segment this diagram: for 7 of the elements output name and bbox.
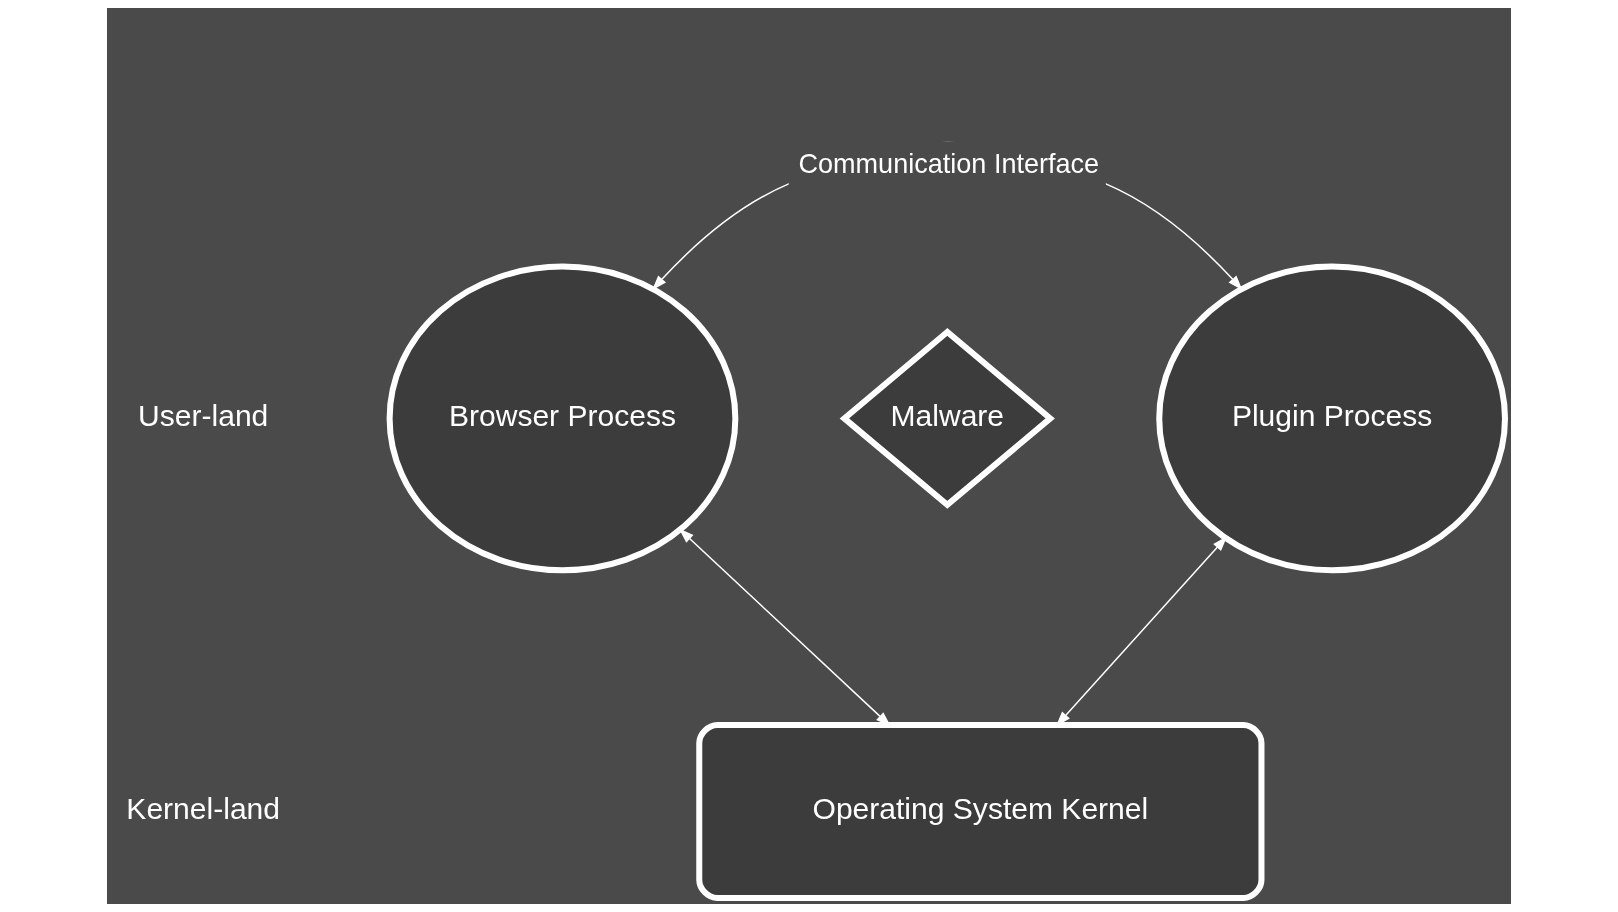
node-ellipse: Plugin Process [1156, 263, 1508, 574]
label: Kernel-land [126, 792, 281, 826]
edge-label: Communication Interface [798, 148, 1100, 179]
node-box: Operating System Kernel [696, 722, 1265, 901]
label: User-land [138, 398, 269, 432]
node-ellipse: Browser Process [386, 263, 739, 574]
node-diamond: Malware [839, 328, 1055, 509]
